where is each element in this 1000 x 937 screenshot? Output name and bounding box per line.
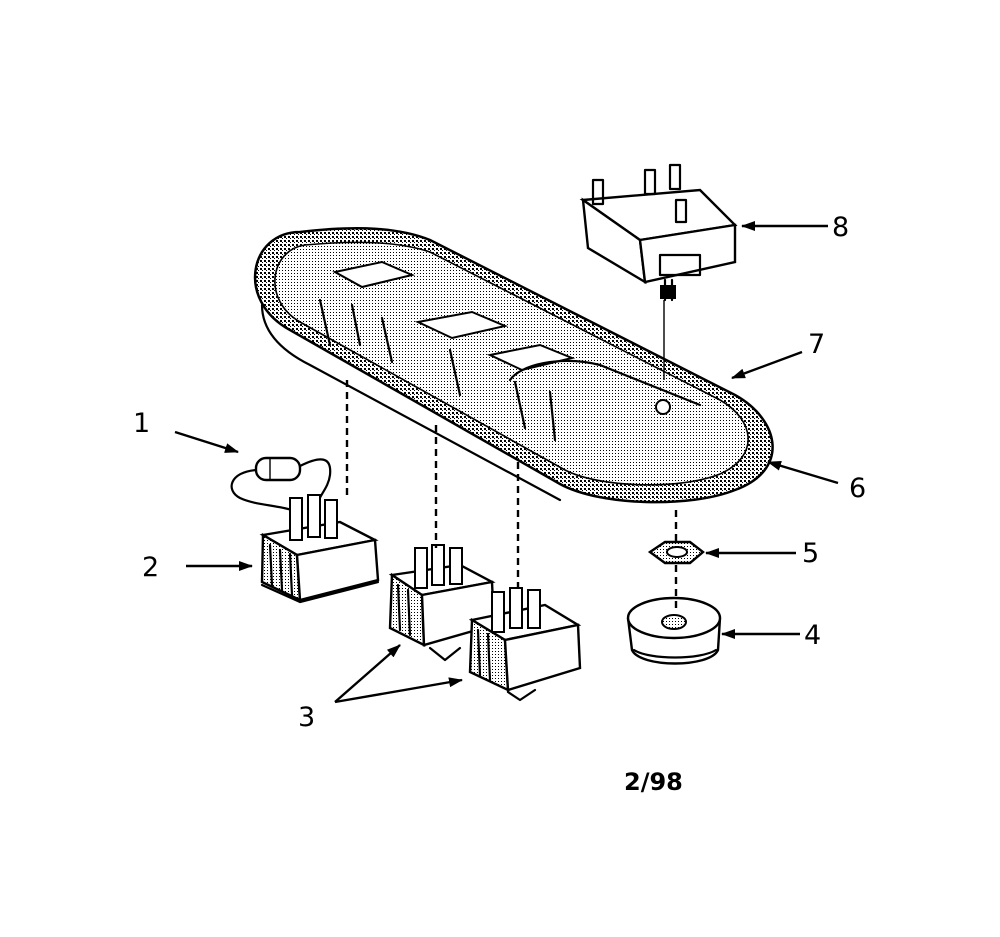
callout-1: 1 <box>133 408 150 439</box>
rocker-switch-3b <box>468 587 582 702</box>
callout-7: 7 <box>808 329 825 360</box>
switch-opening-3 <box>486 343 576 372</box>
switch-opening-1 <box>332 260 416 289</box>
capacitor <box>230 456 332 517</box>
date-code: 2/98 <box>624 768 683 796</box>
rocker-switch-2 <box>259 494 380 604</box>
callout-6: 6 <box>849 473 866 504</box>
callout-4: 4 <box>804 620 821 651</box>
plate-front-edge <box>260 303 562 502</box>
relay <box>579 163 738 302</box>
thermostat <box>626 596 722 665</box>
hex-nut <box>647 540 705 565</box>
callout-2: 2 <box>142 552 159 583</box>
callout-8: 8 <box>832 212 849 243</box>
callout-3: 3 <box>298 702 315 733</box>
control-panel-plate <box>253 227 774 504</box>
switch-opening-2 <box>414 310 509 340</box>
callout-5: 5 <box>802 538 819 569</box>
thermostat-hole <box>655 399 671 415</box>
